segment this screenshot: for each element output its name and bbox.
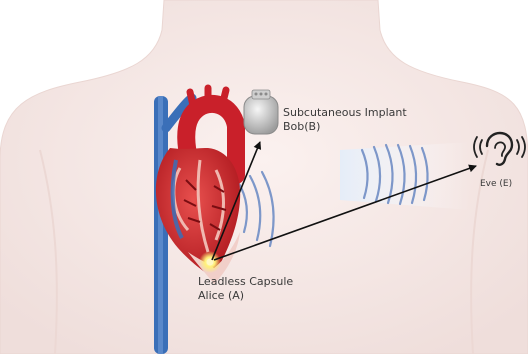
eavesdropper-label: Eve (E) bbox=[480, 179, 512, 189]
capsule-glow-icon bbox=[199, 251, 221, 273]
implant-id-label: Bob(B) bbox=[283, 120, 320, 133]
implant-name-label: Subcutaneous Implant bbox=[283, 106, 407, 119]
capsule-id-label: Alice (A) bbox=[198, 289, 244, 302]
capsule-name-label: Leadless Capsule bbox=[198, 275, 293, 288]
